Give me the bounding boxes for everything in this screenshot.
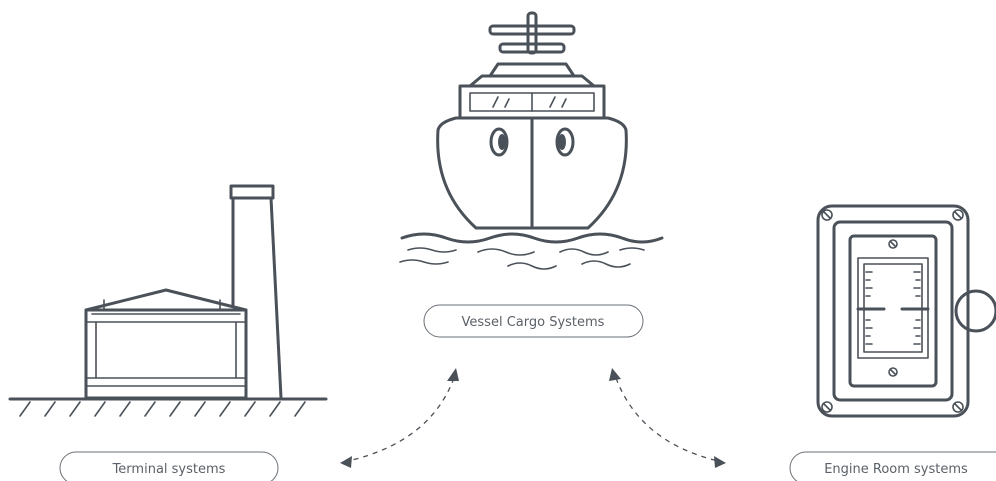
engine-room-label[interactable]: Engine Room systems bbox=[789, 451, 996, 481]
factory-tank-icon bbox=[8, 184, 328, 417]
terminal-systems-label-text: Terminal systems bbox=[112, 462, 226, 477]
connector-vessel-engine bbox=[609, 368, 726, 468]
connector-vessel-terminal bbox=[340, 368, 459, 468]
terminal-systems-label[interactable]: Terminal systems bbox=[59, 451, 279, 481]
engine-room-label-text: Engine Room systems bbox=[824, 462, 968, 477]
gauge-panel-icon bbox=[816, 204, 996, 418]
ship-icon bbox=[399, 11, 664, 270]
vessel-cargo-label-text: Vessel Cargo Systems bbox=[462, 315, 605, 330]
vessel-cargo-label[interactable]: Vessel Cargo Systems bbox=[423, 304, 644, 338]
